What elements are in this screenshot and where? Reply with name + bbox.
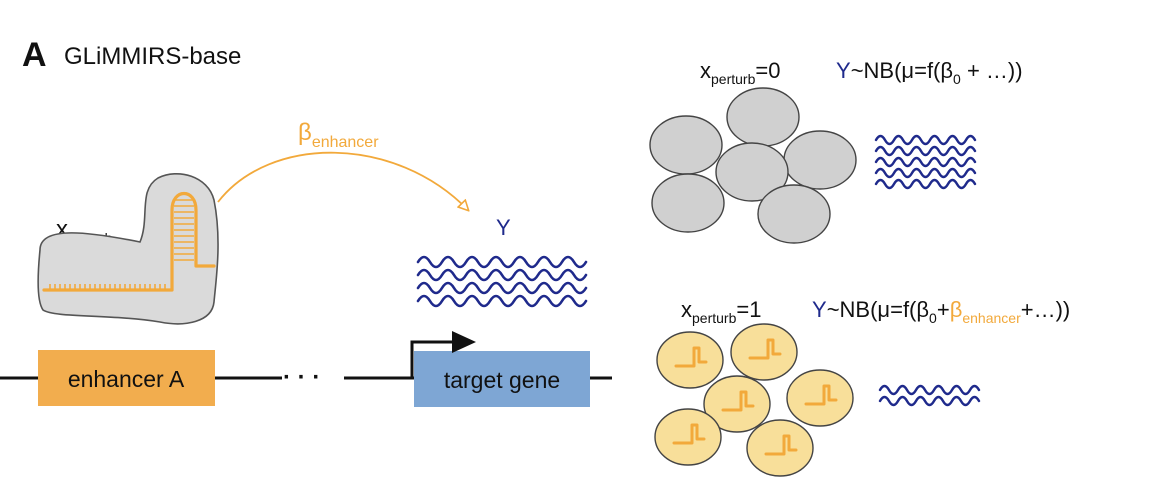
y-label: Y xyxy=(496,215,511,240)
condition0-formula: Y~NB(μ=f(β0 + …)) xyxy=(836,58,1023,87)
gray-cell xyxy=(726,87,800,147)
perturbed-cells xyxy=(654,323,854,477)
transcript-waves xyxy=(416,255,588,308)
perturbed-cell xyxy=(656,331,724,389)
gene-box xyxy=(414,351,590,407)
perturbed-cell xyxy=(786,369,854,427)
condition1-transcripts xyxy=(878,384,981,407)
grna-complex xyxy=(37,173,219,325)
perturbed-cell xyxy=(746,419,814,477)
transcript-wave xyxy=(416,255,588,269)
gene-label: target gene xyxy=(444,367,560,393)
condition0-transcripts xyxy=(874,134,977,190)
ellipsis-dots: · · · xyxy=(283,364,320,391)
perturbed-cell xyxy=(654,408,722,466)
beta-enhancer-label: βenhancer xyxy=(298,119,379,151)
effect-arrow xyxy=(217,151,468,210)
condition0-x-label: xperturb=0 xyxy=(700,58,780,87)
promoter-arrow xyxy=(410,331,476,378)
transcript-wave xyxy=(416,268,588,282)
enhancer-box xyxy=(38,350,215,406)
panel-title: GLiMMIRS-base xyxy=(64,43,241,70)
condition1-formula: Y~NB(μ=f(β0+βenhancer+…)) xyxy=(812,297,1070,326)
transcript-wave xyxy=(874,178,977,190)
unperturbed-cells xyxy=(649,87,857,244)
transcript-wave xyxy=(416,281,588,295)
transcript-wave xyxy=(878,395,981,407)
transcript-wave xyxy=(874,167,977,179)
perturbed-cell xyxy=(703,375,771,433)
transcript-wave xyxy=(874,145,977,157)
gray-cell xyxy=(649,115,723,175)
panel-letter: A xyxy=(22,36,47,74)
gray-cell xyxy=(715,142,789,202)
gray-cell xyxy=(651,173,725,233)
condition1-x-label: xperturb=1 xyxy=(681,297,761,326)
enhancer-label: enhancer A xyxy=(68,366,185,392)
transcript-wave xyxy=(416,294,588,308)
transcript-wave xyxy=(878,384,981,396)
transcript-wave xyxy=(874,156,977,168)
transcript-wave xyxy=(874,134,977,146)
perturbed-cell xyxy=(730,323,798,381)
gray-cell xyxy=(757,184,831,244)
gray-cell xyxy=(783,130,857,190)
